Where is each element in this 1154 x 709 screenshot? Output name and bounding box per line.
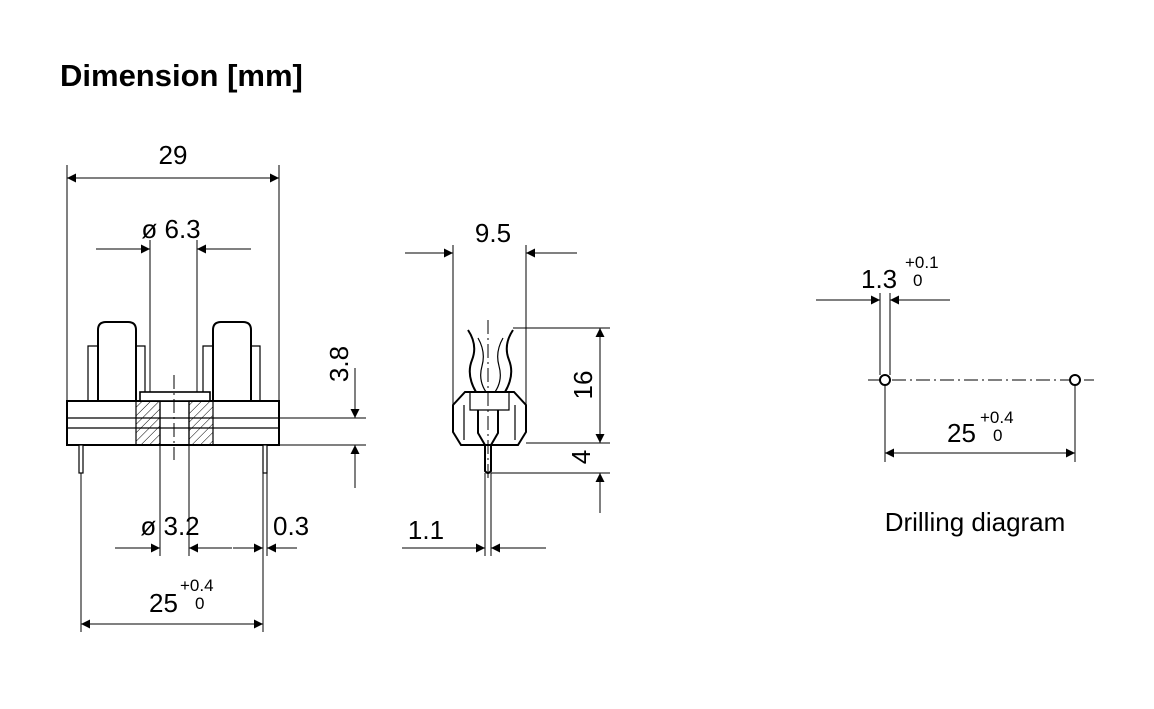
dim-pin-spacing-tol-upper: +0.4 (180, 576, 214, 595)
front-base-plate (66, 400, 280, 446)
dim-pin-spacing-tol-lower: 0 (195, 594, 204, 613)
dim-side-width: 9.5 (475, 218, 511, 248)
drill-hole-right (1069, 374, 1081, 386)
front-right-pin (262, 444, 268, 474)
dim-inner-diameter: ø 3.2 (140, 511, 199, 541)
side-view: 9.5 16 4 1.1 (402, 218, 610, 556)
dim-outer-diameter: ø 6.3 (141, 214, 200, 244)
front-left-pin (78, 444, 84, 474)
drilling-diagram: 1.3 +0.1 0 25 +0.4 0 Drilling diagram (816, 253, 1094, 537)
dim-hole-tol-upper: +0.1 (905, 253, 939, 272)
front-view: 29 ø 6.3 3.8 ø 3.2 0.3 25 +0.4 0 (66, 140, 366, 632)
front-center-boss (139, 391, 211, 402)
side-clip-right (504, 329, 514, 393)
page-title: Dimension [mm] (60, 58, 303, 93)
dim-pin-width: 0.3 (273, 511, 309, 541)
dim-hole-diameter: 1.3 (861, 264, 897, 294)
side-clip-left (467, 329, 477, 393)
dim-hole-tol-lower: 0 (913, 271, 922, 290)
front-left-clip (97, 321, 137, 401)
dim-side-height: 16 (568, 371, 598, 400)
front-right-clip (212, 321, 252, 401)
dim-pin-thickness: 1.1 (408, 515, 444, 545)
dim-width: 29 (159, 140, 188, 170)
drill-hole-left (879, 374, 891, 386)
drilling-diagram-caption: Drilling diagram (885, 507, 1066, 537)
dim-pin-length: 4 (566, 450, 596, 464)
dim-height: 3.8 (324, 346, 354, 382)
side-body (452, 391, 527, 446)
dim-hole-spacing-tol-lower: 0 (993, 426, 1002, 445)
dim-hole-spacing-tol-upper: +0.4 (980, 408, 1014, 427)
dim-hole-spacing: 25 (947, 418, 976, 448)
dim-pin-spacing: 25 (149, 588, 178, 618)
